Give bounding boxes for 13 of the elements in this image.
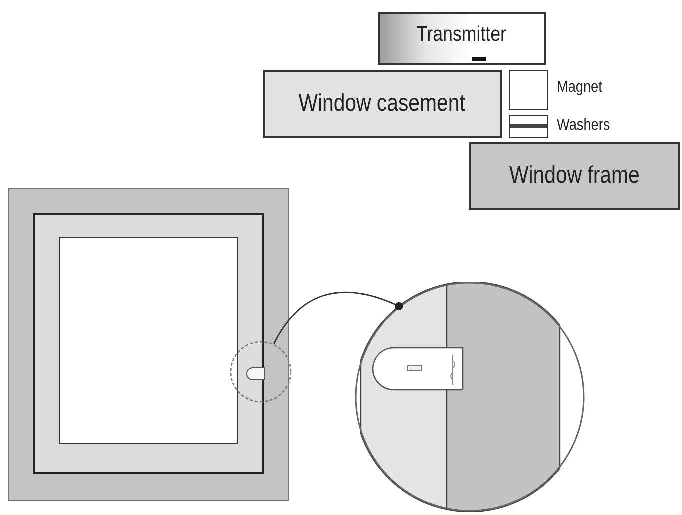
- part-box: [378, 12, 546, 65]
- part-box: [263, 70, 502, 138]
- leader-line: [273, 292, 404, 344]
- part-box: [469, 142, 680, 210]
- magnifier-circle: [230, 341, 292, 403]
- part-label: Transmitter: [417, 22, 507, 46]
- washer-box: [509, 115, 548, 138]
- magnet-box: [509, 70, 548, 110]
- part-label: Washers: [557, 117, 610, 135]
- part-label: Magnet: [557, 79, 602, 97]
- magnified-view: [355, 282, 585, 512]
- part-label: Window frame: [509, 162, 640, 190]
- part-label: Window casement: [299, 90, 466, 118]
